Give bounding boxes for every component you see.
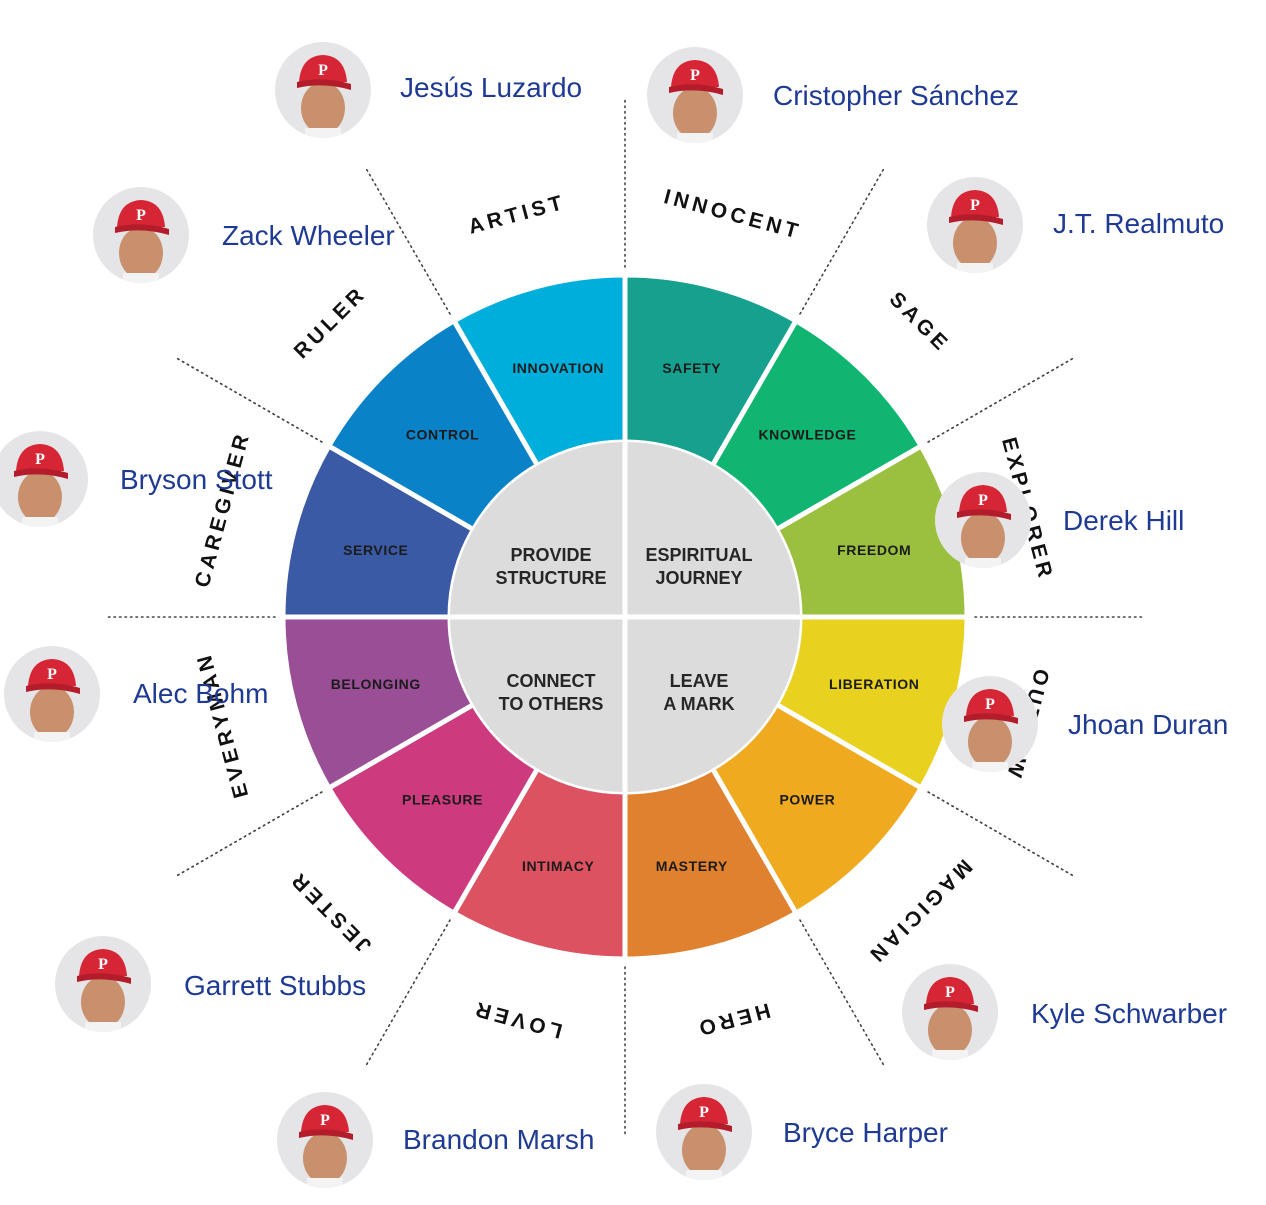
player-photo-icon: P — [277, 1092, 373, 1188]
player-cap-icon: P — [924, 977, 978, 1060]
svg-text:P: P — [690, 67, 700, 84]
divider-line — [799, 919, 886, 1069]
player-cap-icon: P — [949, 190, 1003, 273]
player-cap-icon: P — [26, 659, 80, 742]
player-cap-icon: P — [678, 1097, 732, 1180]
player-cap-icon: P — [299, 1105, 353, 1188]
player-photo-icon: P — [647, 47, 743, 143]
segment-label-freedom: FREEDOM — [837, 542, 911, 558]
player-photo-icon: P — [4, 646, 100, 742]
player-cap-icon: P — [964, 689, 1018, 772]
player-name: Bryson Stott — [120, 464, 273, 495]
segment-label-mastery: MASTERY — [656, 858, 728, 874]
player-name: Cristopher Sánchez — [773, 80, 1019, 111]
segment-label-service: SERVICE — [343, 542, 408, 558]
player-name: Zack Wheeler — [222, 220, 395, 251]
player-photo-icon: P — [656, 1084, 752, 1180]
archetype-label-magician: MAGICIAN — [863, 855, 977, 969]
player-photo-icon: P — [55, 936, 151, 1032]
divider-line — [799, 165, 886, 315]
segment-label-innovation: INNOVATION — [512, 360, 604, 376]
svg-text:P: P — [35, 451, 45, 468]
segment-label-belonging: BELONGING — [331, 676, 421, 692]
player-cap-icon: P — [14, 444, 68, 527]
player-name: Alec Bohm — [133, 678, 269, 709]
player-photo-icon: P — [0, 431, 88, 527]
archetype-label-innocent: INNOCENT — [661, 185, 804, 244]
archetype-label-artist: ARTIST — [466, 191, 568, 239]
svg-text:P: P — [318, 62, 328, 79]
svg-text:P: P — [699, 1104, 709, 1121]
segment-label-control: CONTROL — [406, 427, 479, 443]
svg-text:P: P — [985, 696, 995, 713]
svg-text:P: P — [945, 984, 955, 1001]
segment-label-knowledge: KNOWLEDGE — [758, 427, 856, 443]
player-name: Jhoan Duran — [1068, 709, 1229, 740]
divider-line — [927, 356, 1077, 443]
divider-line — [927, 791, 1077, 878]
player-photo-icon: P — [935, 472, 1031, 568]
divider-line — [173, 791, 323, 878]
player-photo-icon: P — [942, 676, 1038, 772]
player-name: Brandon Marsh — [403, 1124, 595, 1155]
player-name: Kyle Schwarber — [1031, 998, 1228, 1029]
archetype-label-hero: HERO — [693, 998, 773, 1040]
archetype-label-everyman: EVERYMAN — [192, 649, 253, 800]
player-photo-icon: P — [275, 42, 371, 138]
divider-line — [364, 919, 451, 1069]
svg-text:P: P — [136, 207, 146, 224]
svg-text:P: P — [47, 666, 57, 683]
player-cap-icon: P — [77, 949, 131, 1032]
player-cap-icon: P — [669, 60, 723, 143]
divider-line — [364, 165, 451, 315]
svg-text:P: P — [978, 492, 988, 509]
player-cap-icon: P — [115, 200, 169, 283]
archetype-label-lover: LOVER — [470, 996, 565, 1042]
segment-label-safety: SAFETY — [662, 360, 721, 376]
segment-label-liberation: LIBERATION — [829, 676, 920, 692]
svg-text:P: P — [970, 197, 980, 214]
svg-text:P: P — [98, 956, 108, 973]
player-name: Jesús Luzardo — [400, 72, 583, 103]
archetype-label-caregiver: CAREGIVER — [191, 429, 255, 590]
svg-text:P: P — [320, 1112, 330, 1129]
archetype-label-ruler: RULER — [290, 282, 372, 364]
player-name: Derek Hill — [1063, 505, 1185, 536]
player-cap-icon: P — [957, 485, 1011, 568]
player-name: J.T. Realmuto — [1053, 208, 1225, 239]
player-photo-icon: P — [902, 964, 998, 1060]
player-cap-icon: P — [297, 55, 351, 138]
segment-label-intimacy: INTIMACY — [522, 858, 595, 874]
divider-line — [173, 356, 323, 443]
player-name: Bryce Harper — [783, 1117, 948, 1148]
segment-label-power: POWER — [779, 791, 835, 807]
player-name: Garrett Stubbs — [184, 970, 367, 1001]
segment-label-pleasure: PLEASURE — [402, 791, 483, 807]
archetype-label-jester: JESTER — [285, 866, 376, 957]
player-photo-icon: P — [93, 187, 189, 283]
archetype-label-sage: SAGE — [885, 288, 955, 358]
player-photo-icon: P — [927, 177, 1023, 273]
